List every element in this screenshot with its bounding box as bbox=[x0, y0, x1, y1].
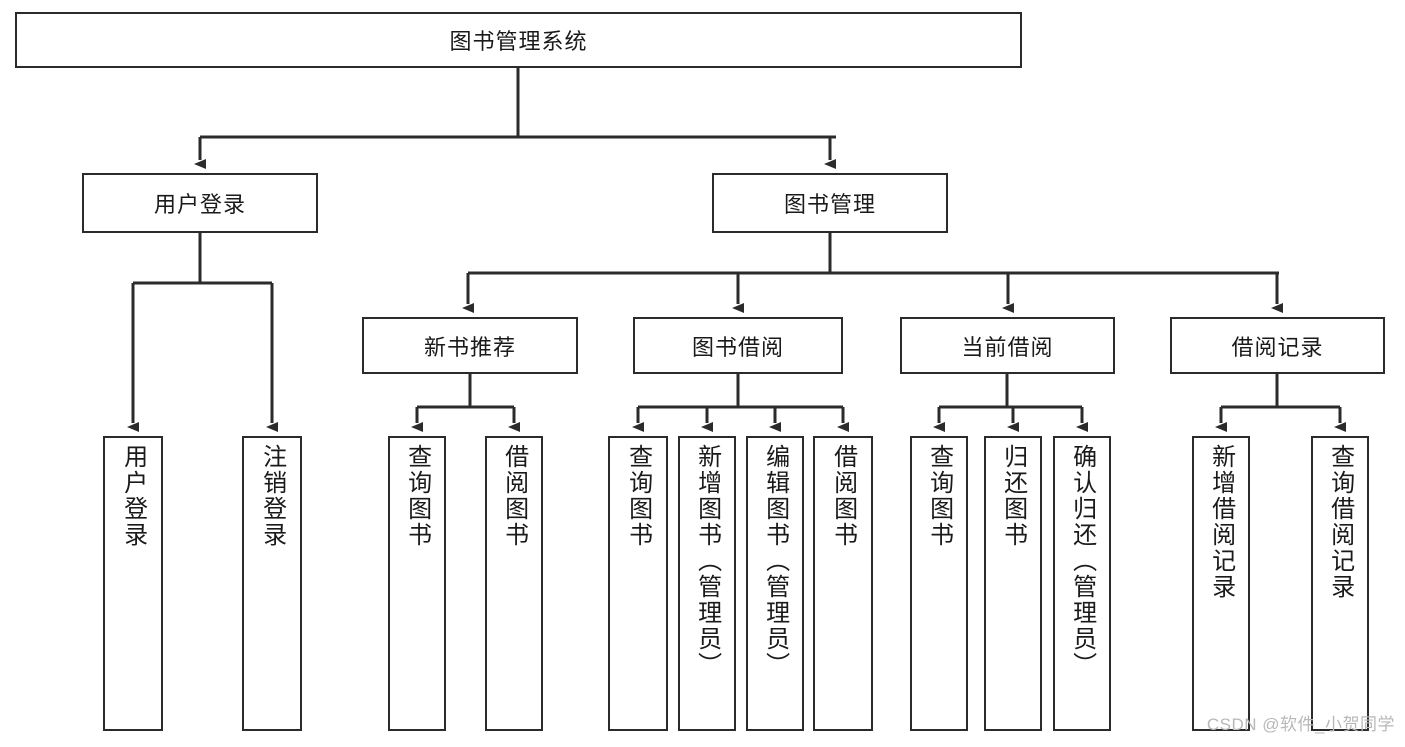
node-label: 借阅图书 bbox=[500, 444, 528, 548]
node-label: 查询图书 bbox=[925, 444, 953, 548]
node-label: 新增图书（管理员） bbox=[693, 444, 721, 678]
node-label: 借阅记录 bbox=[1231, 334, 1324, 360]
node-label: 确认归还（管理员） bbox=[1068, 444, 1096, 678]
node-leaf-8: 查询图书 bbox=[910, 436, 968, 731]
node-leaf-0: 用户登录 bbox=[103, 436, 163, 731]
node-level2-0: 用户登录 bbox=[82, 173, 318, 233]
node-leaf-7: 借阅图书 bbox=[813, 436, 873, 731]
node-leaf-11: 新增借阅记录 bbox=[1192, 436, 1250, 731]
node-root: 图书管理系统 bbox=[15, 12, 1022, 68]
node-leaf-3: 借阅图书 bbox=[485, 436, 543, 731]
node-label: 新书推荐 bbox=[423, 334, 516, 360]
node-label: 查询借阅记录 bbox=[1326, 444, 1354, 600]
node-level2-1: 图书管理 bbox=[712, 173, 948, 233]
node-leaf-5: 新增图书（管理员） bbox=[678, 436, 736, 731]
node-label: 图书管理 bbox=[783, 192, 876, 217]
node-label: 图书借阅 bbox=[691, 334, 784, 360]
node-label: 新增借阅记录 bbox=[1207, 444, 1235, 600]
node-leaf-9: 归还图书 bbox=[984, 436, 1042, 731]
node-label: 归还图书 bbox=[999, 444, 1027, 548]
node-leaf-12: 查询借阅记录 bbox=[1311, 436, 1369, 731]
node-label: 当前借阅 bbox=[961, 334, 1054, 360]
node-level3-0: 新书推荐 bbox=[362, 317, 578, 374]
node-label: 查询图书 bbox=[403, 444, 431, 548]
node-label: 用户登录 bbox=[153, 192, 246, 217]
node-label: 编辑图书（管理员） bbox=[761, 444, 789, 678]
node-level3-2: 当前借阅 bbox=[900, 317, 1115, 374]
node-label: 用户登录 bbox=[119, 444, 147, 548]
node-leaf-6: 编辑图书（管理员） bbox=[746, 436, 804, 731]
watermark: CSDN @软件_小贺同学 bbox=[1206, 715, 1395, 734]
node-leaf-2: 查询图书 bbox=[388, 436, 446, 731]
node-leaf-10: 确认归还（管理员） bbox=[1053, 436, 1111, 731]
node-label: 查询图书 bbox=[624, 444, 652, 548]
node-level3-1: 图书借阅 bbox=[633, 317, 843, 374]
node-leaf-1: 注销登录 bbox=[242, 436, 302, 731]
node-label: 注销登录 bbox=[258, 444, 286, 548]
node-level3-3: 借阅记录 bbox=[1170, 317, 1385, 374]
node-label: 借阅图书 bbox=[829, 444, 857, 548]
node-leaf-4: 查询图书 bbox=[608, 436, 668, 731]
node-root-label: 图书管理系统 bbox=[449, 29, 588, 54]
